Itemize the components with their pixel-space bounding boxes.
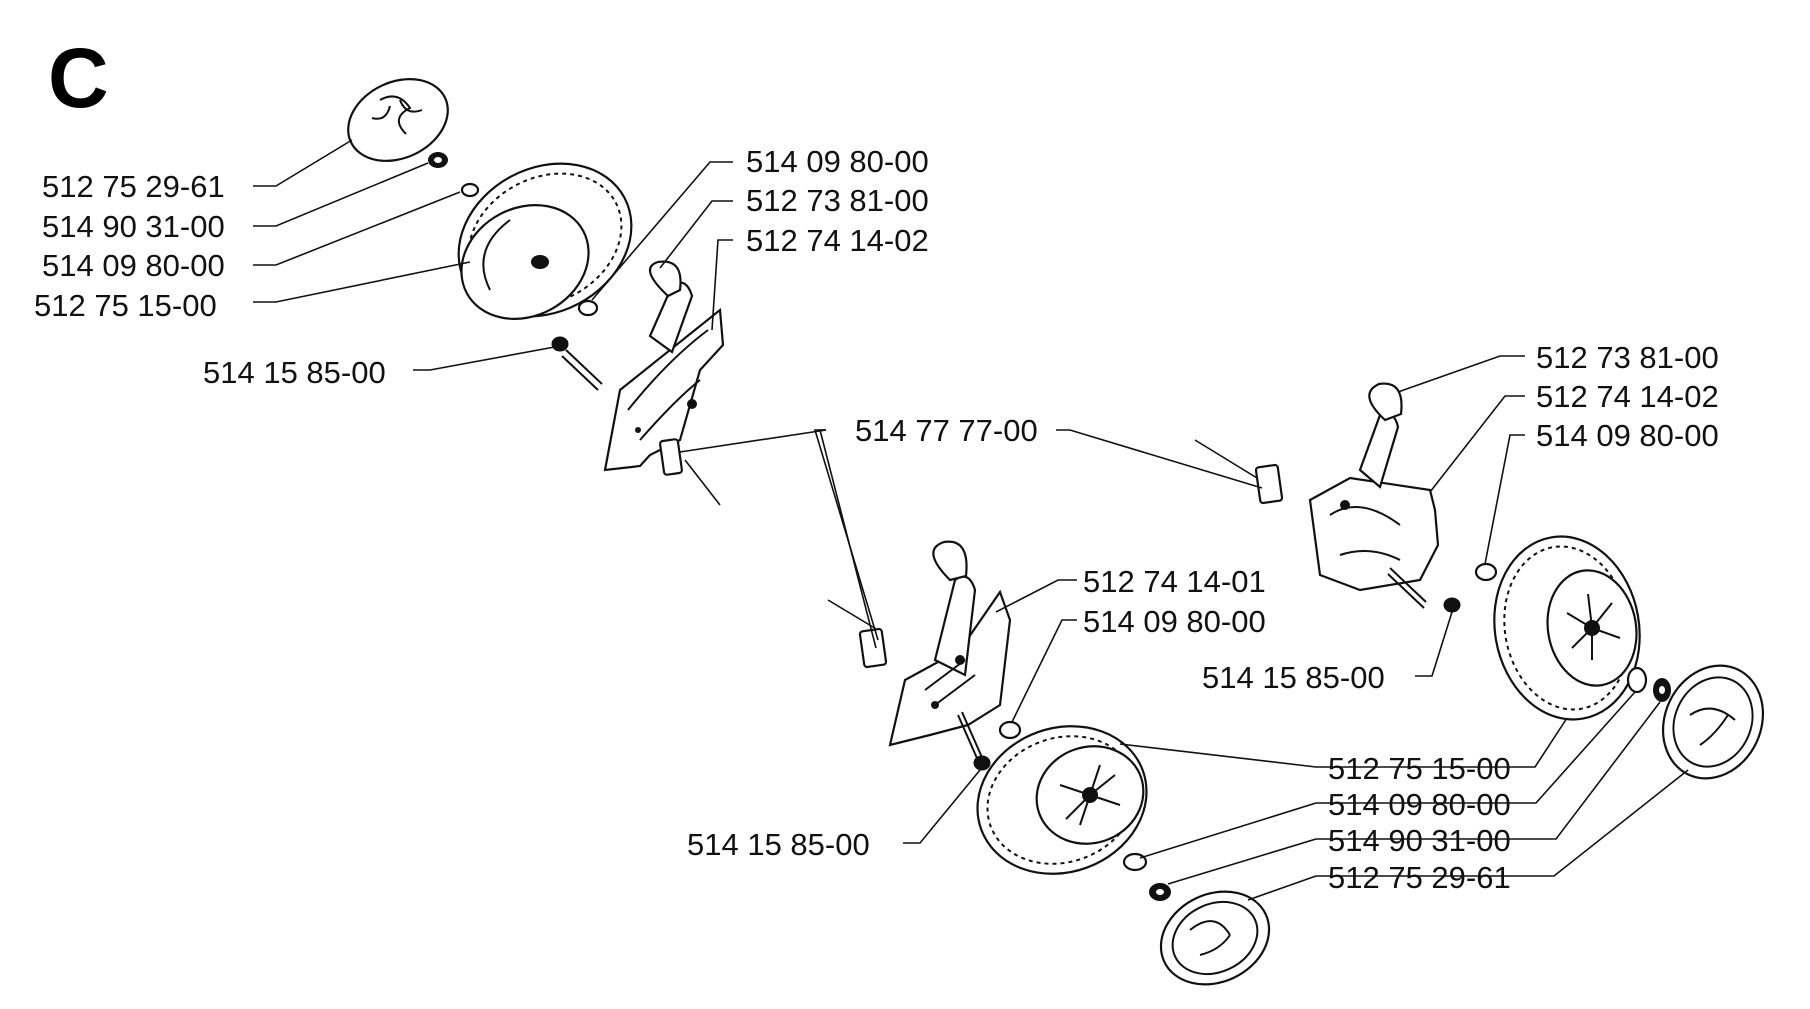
- part-label: 514 09 80-00: [746, 144, 929, 179]
- part-label: 514 09 80-00: [42, 248, 225, 283]
- part-label: 512 74 14-01: [1083, 564, 1266, 599]
- part-label: 514 90 31-00: [1328, 823, 1511, 858]
- hubcap-bottom-middle: [1159, 890, 1271, 986]
- section-letter: C: [48, 31, 109, 125]
- part-label: 514 09 80-00: [1328, 787, 1511, 822]
- part-label: 512 73 81-00: [1536, 340, 1719, 375]
- washer-right: [1474, 562, 1498, 582]
- part-label: 514 90 31-00: [42, 209, 225, 244]
- hubcap-upper-left: [347, 78, 449, 162]
- part-label: 512 75 15-00: [1328, 751, 1511, 786]
- part-label: 514 15 85-00: [1202, 660, 1385, 695]
- clip-middle: [827, 599, 888, 669]
- wheel-upper-left: [457, 162, 633, 320]
- leader-lines: [253, 139, 1689, 901]
- part-label: 512 74 14-02: [1536, 379, 1719, 414]
- height-adjuster-middle: [888, 540, 1012, 747]
- part-label: 512 74 14-02: [746, 223, 929, 258]
- part-label: 512 75 29-61: [42, 169, 225, 204]
- bolt-upper-left: [551, 336, 603, 391]
- clip-right: [1194, 439, 1284, 505]
- washer-middle: [998, 720, 1022, 740]
- small-washer-upper-left: [460, 182, 480, 198]
- part-label: 514 77 77-00: [855, 413, 1038, 448]
- part-label: 514 15 85-00: [687, 827, 870, 862]
- washer-bottom-right: [1626, 666, 1648, 694]
- part-label: 514 09 80-00: [1083, 604, 1266, 639]
- part-label: 512 75 15-00: [34, 288, 217, 323]
- part-label: 512 73 81-00: [746, 183, 929, 218]
- part-label: 514 15 85-00: [203, 355, 386, 390]
- bolt-middle: [957, 711, 991, 771]
- clip-upper-left: [659, 438, 721, 506]
- bolt-right: [1387, 567, 1461, 613]
- wheel-bottom-middle: [976, 725, 1148, 875]
- part-label: 512 75 29-61: [1328, 860, 1511, 895]
- lock-washer-bottom-middle: [1149, 883, 1171, 901]
- part-label: 514 09 80-00: [1536, 418, 1719, 453]
- washer-upper-left: [428, 152, 448, 168]
- hubcap-bottom-right: [1661, 664, 1765, 780]
- height-adjuster-right: [1308, 382, 1440, 592]
- wheel-bottom-right: [1493, 535, 1641, 721]
- washer-upper-left-inner: [577, 299, 599, 317]
- lock-washer-bottom-right: [1653, 678, 1671, 702]
- height-adjuster-upper-left: [603, 260, 725, 472]
